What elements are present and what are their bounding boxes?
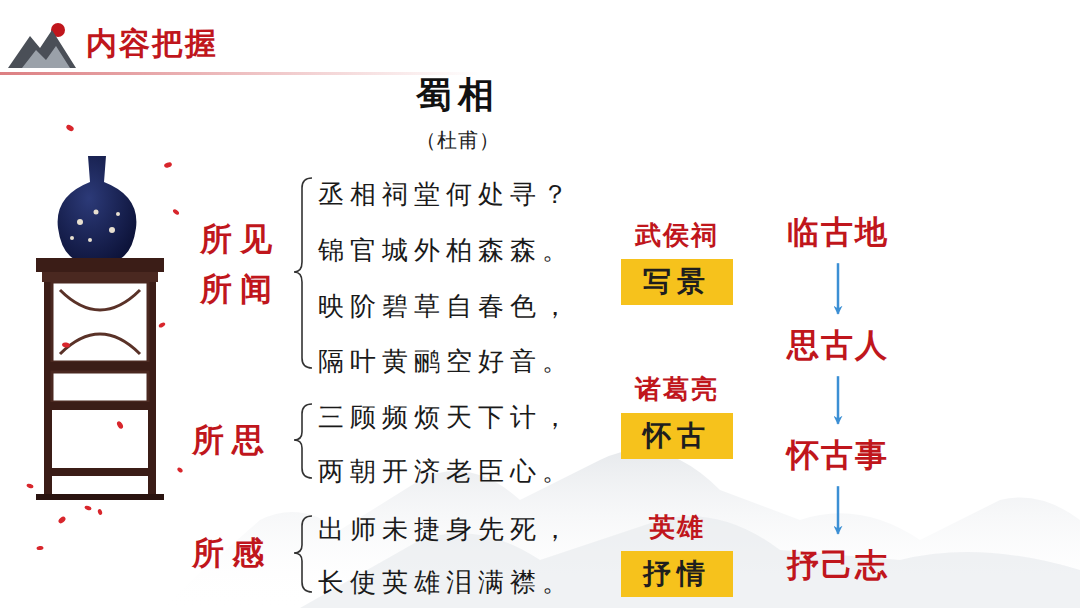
poem-author: （杜甫） xyxy=(416,128,500,152)
poem-title: 蜀相 xyxy=(416,73,500,116)
section-label: 所感 xyxy=(186,529,278,579)
section-label: 所思 xyxy=(186,416,278,466)
theme-tag: 英雄抒情 xyxy=(621,512,733,597)
theme-tag: 武侯祠写景 xyxy=(621,220,733,305)
theme-tag: 诸葛亮怀古 xyxy=(621,374,733,459)
petals xyxy=(26,124,184,551)
step-text: 怀古事 xyxy=(787,436,889,474)
step-node: 抒己志 xyxy=(787,546,889,584)
tag-box-text: 怀古 xyxy=(621,413,733,459)
vase-illustration xyxy=(36,156,164,500)
tag-box-text: 写景 xyxy=(621,259,733,305)
poem-line: 三顾频烦天下计， xyxy=(318,402,574,433)
slide-title: 内容把握 xyxy=(86,25,218,62)
tag-heading: 武侯祠 xyxy=(635,220,719,251)
flow-arrow xyxy=(837,263,840,314)
flow-arrow xyxy=(837,486,840,534)
step-node: 临古地 xyxy=(787,213,889,251)
step-node: 思古人 xyxy=(787,326,889,364)
section-label: 所见 所闻 xyxy=(194,215,286,314)
header-icon xyxy=(8,23,76,68)
tag-heading: 诸葛亮 xyxy=(635,374,719,405)
poem-line: 丞相祠堂何处寻？ xyxy=(318,179,574,210)
poem-line: 锦官城外柏森森。 xyxy=(318,235,574,266)
step-text: 临古地 xyxy=(787,213,889,251)
poem-line: 出师未捷身先死， xyxy=(318,514,574,545)
header-rule xyxy=(0,72,480,75)
step-node: 怀古事 xyxy=(787,436,889,474)
poem-line: 隔叶黄鹂空好音。 xyxy=(318,346,574,377)
tag-heading: 英雄 xyxy=(649,512,705,543)
poem-line: 映阶碧草自春色， xyxy=(318,291,574,322)
background-mountains xyxy=(160,450,1080,608)
step-text: 抒己志 xyxy=(787,546,889,584)
step-text: 思古人 xyxy=(787,326,889,364)
flow-arrow xyxy=(837,376,840,424)
brackets xyxy=(294,178,312,592)
poem-line: 两朝开济老臣心。 xyxy=(318,456,574,487)
tag-box-text: 抒情 xyxy=(621,551,733,597)
poem-line: 长使英雄泪满襟。 xyxy=(318,567,574,598)
